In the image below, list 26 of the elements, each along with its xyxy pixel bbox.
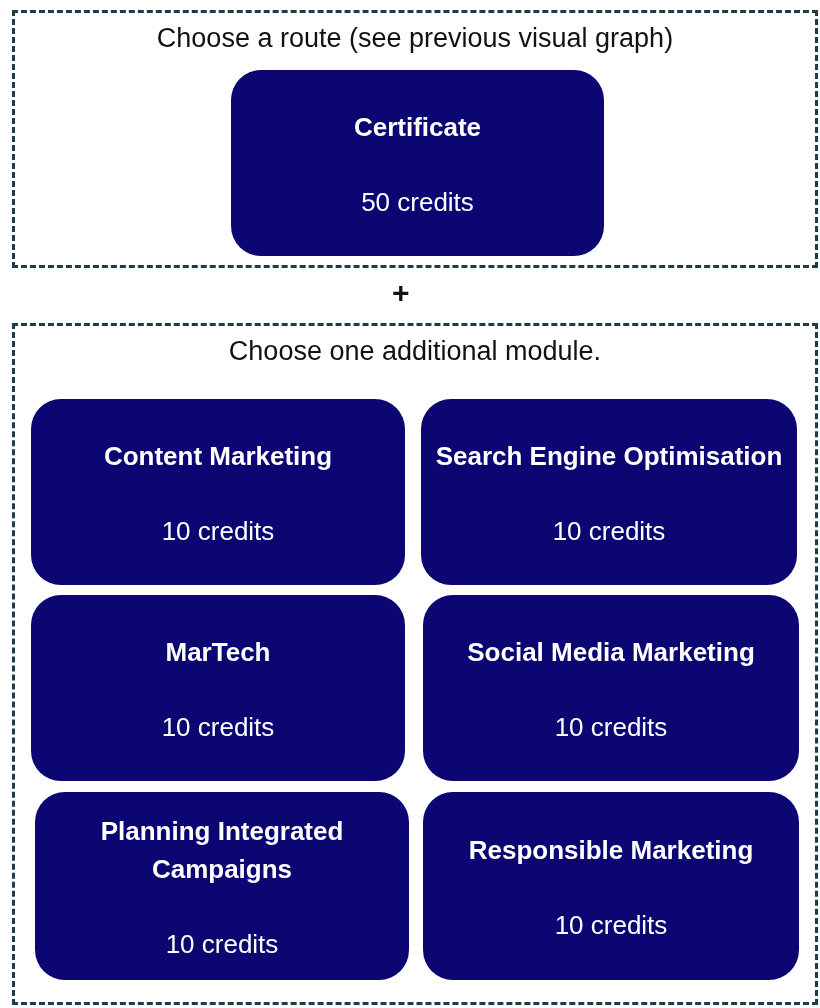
module-card	[35, 792, 409, 980]
credits-text: 10 credits	[554, 909, 668, 941]
module-title: Social Media Marketing	[467, 636, 755, 669]
module-title: Responsible Marketing	[468, 834, 754, 867]
credits-text: 10 credits	[161, 711, 275, 743]
group-heading: Choose one additional module.	[227, 336, 603, 367]
module-card	[423, 792, 799, 980]
module-card	[31, 595, 405, 781]
dashed-group-box	[12, 323, 818, 1005]
module-card	[31, 399, 405, 585]
dashed-group-box	[12, 10, 818, 268]
module-title: Search Engine Optimisation	[435, 440, 783, 473]
credits-text: 10 credits	[554, 711, 668, 743]
plus-sign: +	[392, 276, 410, 310]
module-card	[421, 399, 797, 585]
credits-text: 10 credits	[552, 515, 666, 547]
credits-text: 50 credits	[361, 186, 474, 218]
credits-text: 10 credits	[161, 515, 275, 547]
module-title: Content Marketing	[103, 440, 333, 473]
module-card	[231, 70, 604, 256]
group-heading: Choose a route (see previous visual graph)	[155, 23, 675, 54]
module-title: Certificate	[353, 111, 482, 144]
module-title: Planning Integrated Campaigns	[99, 815, 345, 886]
credits-text: 10 credits	[165, 928, 279, 960]
module-title: MarTech	[165, 636, 271, 669]
module-card	[423, 595, 799, 781]
